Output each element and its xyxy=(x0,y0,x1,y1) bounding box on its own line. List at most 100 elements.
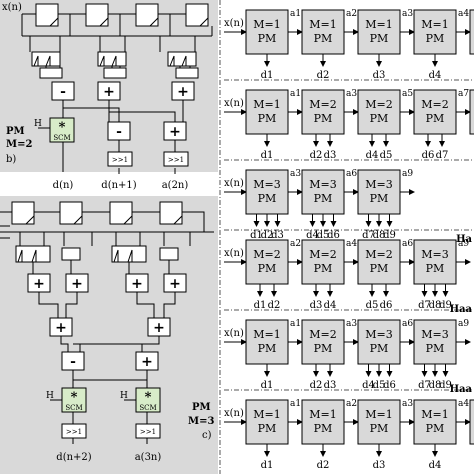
shift-wires xyxy=(72,412,148,444)
adder-tree-wires xyxy=(38,292,176,318)
pm-block xyxy=(413,9,457,55)
detail-output-label: d5 xyxy=(366,300,379,311)
pm-block-m: M=1 xyxy=(253,328,280,341)
panel-sub-label: b) xyxy=(6,154,16,165)
detail-output-label: d3 xyxy=(373,460,386,471)
approx-output-label: a6 xyxy=(402,239,413,249)
approx-output-label: a4 xyxy=(458,9,469,19)
adder-wires xyxy=(62,100,184,122)
delay-chain-wire xyxy=(0,211,205,232)
detail-output-label: d1 xyxy=(261,150,274,161)
detail-output-label: d6 xyxy=(327,230,340,241)
pm-block-pm: PM xyxy=(314,422,333,435)
adder-op: - xyxy=(70,354,76,370)
detail-output-label: d3 xyxy=(271,230,284,241)
approx-output-label: a3 xyxy=(346,89,357,99)
adder-op: + xyxy=(153,320,165,336)
pm-block xyxy=(357,399,401,445)
clock-triangle xyxy=(149,16,159,27)
register xyxy=(159,247,179,261)
delay-register xyxy=(135,3,159,27)
pm-block-m: M=1 xyxy=(253,18,280,31)
detail-output-label: d6 xyxy=(383,380,396,391)
pm-block-pm: PM xyxy=(426,262,445,275)
detail-output-label: d1 xyxy=(261,380,274,391)
register xyxy=(175,67,199,79)
output-label: a(3n) xyxy=(135,452,162,463)
row-tag: Ha xyxy=(456,234,472,245)
detail-output-label: d5 xyxy=(380,150,393,161)
pm-block-m: M=3 xyxy=(365,328,392,341)
pm-block-m: M=3 xyxy=(365,178,392,191)
approx-output-label: a9 xyxy=(458,319,469,329)
mux-input-wires xyxy=(29,36,196,52)
shift-block xyxy=(61,423,87,439)
pm-block xyxy=(469,89,474,135)
scm-block xyxy=(135,387,161,413)
pm-block-pm: PM xyxy=(314,32,333,45)
approx-output-label: a3 xyxy=(290,169,301,179)
scm-label: SCM xyxy=(139,404,156,412)
register xyxy=(61,247,81,261)
pm-block-m: M=3 xyxy=(309,178,336,191)
scm-star: * xyxy=(59,120,66,135)
delay-register xyxy=(109,201,133,225)
adder-op: + xyxy=(141,354,153,370)
pm-block-pm: PM xyxy=(370,32,389,45)
approx-output-label: a4 xyxy=(458,399,469,409)
row-tag: Haa xyxy=(450,304,473,315)
pm-block xyxy=(469,9,474,55)
pm-block-pm: PM xyxy=(426,32,445,45)
detail-output-label: d3 xyxy=(310,300,323,311)
pm-block-pm: PM xyxy=(314,192,333,205)
row-input-label: x(n) xyxy=(224,98,244,109)
pm-block xyxy=(245,169,289,215)
pm-block-pm: PM xyxy=(426,422,445,435)
approx-output-label: a5 xyxy=(402,89,413,99)
adder-op: + xyxy=(169,276,181,292)
panel-b: x(n) xyxy=(0,0,218,191)
pm-block-m: M=3 xyxy=(421,248,448,261)
adder-op: + xyxy=(169,124,181,140)
detail-output-label: d4 xyxy=(324,300,337,311)
detail-output-label: d3 xyxy=(373,70,386,81)
detail-output-label: d5 xyxy=(373,380,386,391)
detail-output-label: d9 xyxy=(439,300,452,311)
adder-op: + xyxy=(55,320,67,336)
scm-block xyxy=(61,387,87,413)
pm-block xyxy=(301,169,345,215)
detail-output-label: d2 xyxy=(310,380,323,391)
pm-title: PM xyxy=(6,126,25,137)
row-input-label: x(n) xyxy=(224,328,244,339)
adder-output-wires xyxy=(72,370,148,388)
pm-block-pm: PM xyxy=(314,342,333,355)
pm-block xyxy=(301,9,345,55)
register xyxy=(103,67,127,79)
approx-output-label: a3 xyxy=(346,319,357,329)
detail-output-label: d1 xyxy=(261,460,274,471)
detail-output-label: d6 xyxy=(422,150,435,161)
delay-register xyxy=(59,201,83,225)
pm-block xyxy=(245,239,289,285)
row-input-label: x(n) xyxy=(224,178,244,189)
mux-clock-marks xyxy=(17,249,133,263)
approx-output-label: a7 xyxy=(458,89,469,99)
approx-output-label: a2 xyxy=(290,239,301,249)
approx-output-label: a6 xyxy=(402,319,413,329)
detail-output-label: d1 xyxy=(254,300,267,311)
adder-op: - xyxy=(116,124,122,140)
delay-register xyxy=(159,201,183,225)
register xyxy=(39,67,63,79)
pm-block-pm: PM xyxy=(314,112,333,125)
approx-output-label: a1 xyxy=(290,319,301,329)
approx-output-label: a4 xyxy=(346,239,357,249)
h-label: H xyxy=(46,391,54,401)
pm-block xyxy=(245,319,289,365)
pm-block-m: M=2 xyxy=(421,98,448,111)
pm-block xyxy=(357,169,401,215)
pm-block-pm: PM xyxy=(258,342,277,355)
right-rows: x(n)M=1PMd1a1M=1PMd2a2M=1PMd3a3M=1PMd4a4… xyxy=(224,9,474,471)
row-input-label: x(n) xyxy=(224,18,244,29)
detail-output-label: d8 xyxy=(373,230,386,241)
